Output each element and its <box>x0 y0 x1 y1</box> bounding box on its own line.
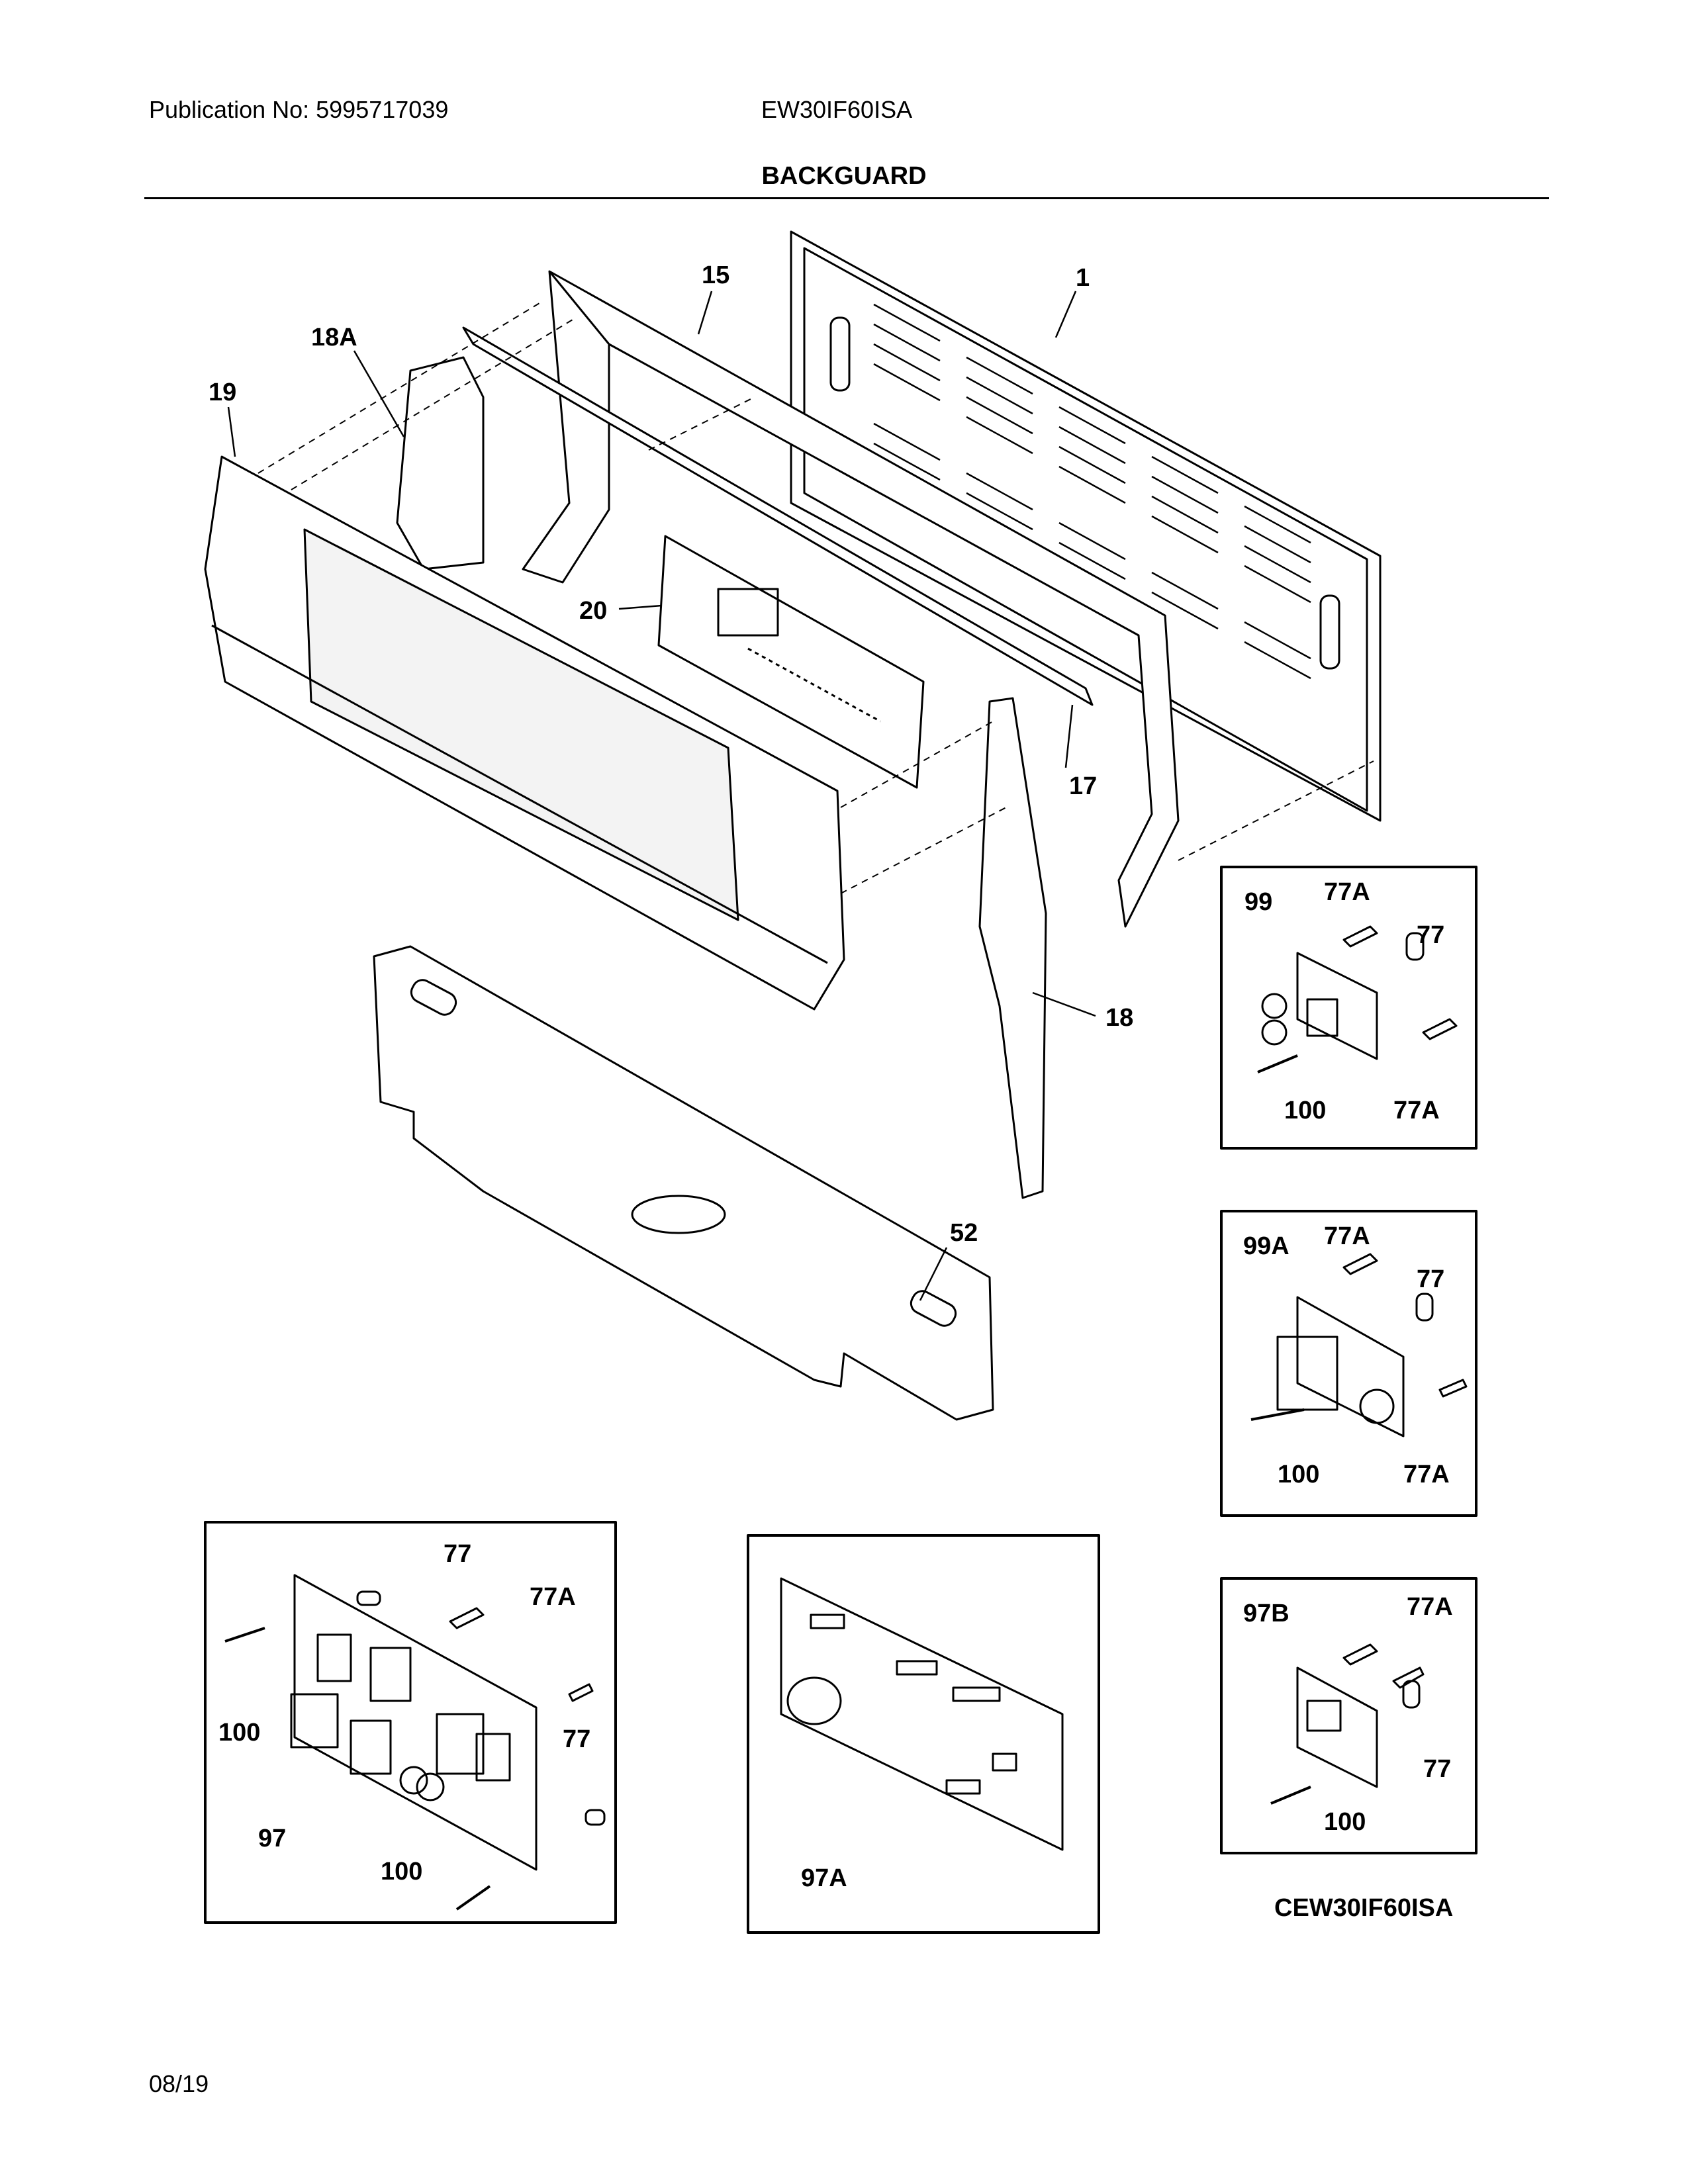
callout-18A: 18A <box>311 324 357 351</box>
control-panel-part-19 <box>204 455 845 1011</box>
callout-17: 17 <box>1069 772 1097 800</box>
revision-date: 08/19 <box>149 2070 209 2097</box>
page-title: BACKGUARD <box>761 162 927 190</box>
inset-box-97A <box>747 1534 1100 1934</box>
callout-box4-spacer-bottom: 77 <box>563 1725 590 1753</box>
callout-19: 19 <box>209 379 236 406</box>
inset-box-99A <box>1220 1210 1477 1517</box>
callout-box1-spacer: 77 <box>1417 921 1444 949</box>
leader-lines <box>227 291 1096 1301</box>
publication-number: Publication No: 5995717039 <box>149 96 449 123</box>
callout-box3-spacer: 77 <box>1423 1755 1451 1783</box>
frame-part-15 <box>522 270 1180 928</box>
control-board-part-20 <box>657 535 925 789</box>
callout-box2-clip-top: 77A <box>1324 1222 1370 1250</box>
callout-box2-clip-bottom: 77A <box>1403 1461 1450 1488</box>
callout-box4-board: 97 <box>258 1825 286 1852</box>
callout-box1-screw: 100 <box>1284 1097 1326 1124</box>
callout-box2-board: 99A <box>1243 1232 1289 1260</box>
callout-box1-clip-top: 77A <box>1324 878 1370 906</box>
callout-15: 15 <box>702 261 729 289</box>
assembly-guide-lines <box>258 300 1374 894</box>
lower-panel-part-52 <box>373 945 994 1421</box>
callout-18: 18 <box>1105 1004 1133 1032</box>
callout-box1-board: 99 <box>1244 888 1272 916</box>
callout-box4-screw-bottom: 100 <box>381 1858 422 1886</box>
callout-20: 20 <box>579 597 607 625</box>
callout-box1-clip-bottom: 77A <box>1393 1097 1440 1124</box>
header-rule <box>144 197 1549 199</box>
inset-box-99 <box>1220 866 1477 1150</box>
callout-box3-screw: 100 <box>1324 1808 1366 1836</box>
right-bracket-part-18 <box>978 697 1047 1199</box>
callout-box4-screw-left: 100 <box>218 1719 260 1747</box>
callout-box2-screw: 100 <box>1278 1461 1319 1488</box>
inset-box-97B <box>1220 1577 1477 1854</box>
model-number: EW30IF60ISA <box>761 96 913 123</box>
callout-1: 1 <box>1076 264 1090 292</box>
model-code-label: CEW30IF60ISA <box>1274 1894 1453 1922</box>
callout-box5-board: 97A <box>801 1864 847 1892</box>
callout-52: 52 <box>950 1219 978 1247</box>
left-bracket-part-18A <box>396 356 485 570</box>
callout-box3-board: 97B <box>1243 1600 1289 1627</box>
rail-part-17 <box>462 326 1094 706</box>
inset-box-97 <box>204 1521 617 1924</box>
callout-box3-clip: 77A <box>1407 1593 1453 1621</box>
callout-box4-clip: 77A <box>530 1583 576 1611</box>
callout-box4-spacer-top: 77 <box>444 1540 471 1568</box>
callout-box2-spacer: 77 <box>1417 1265 1444 1293</box>
